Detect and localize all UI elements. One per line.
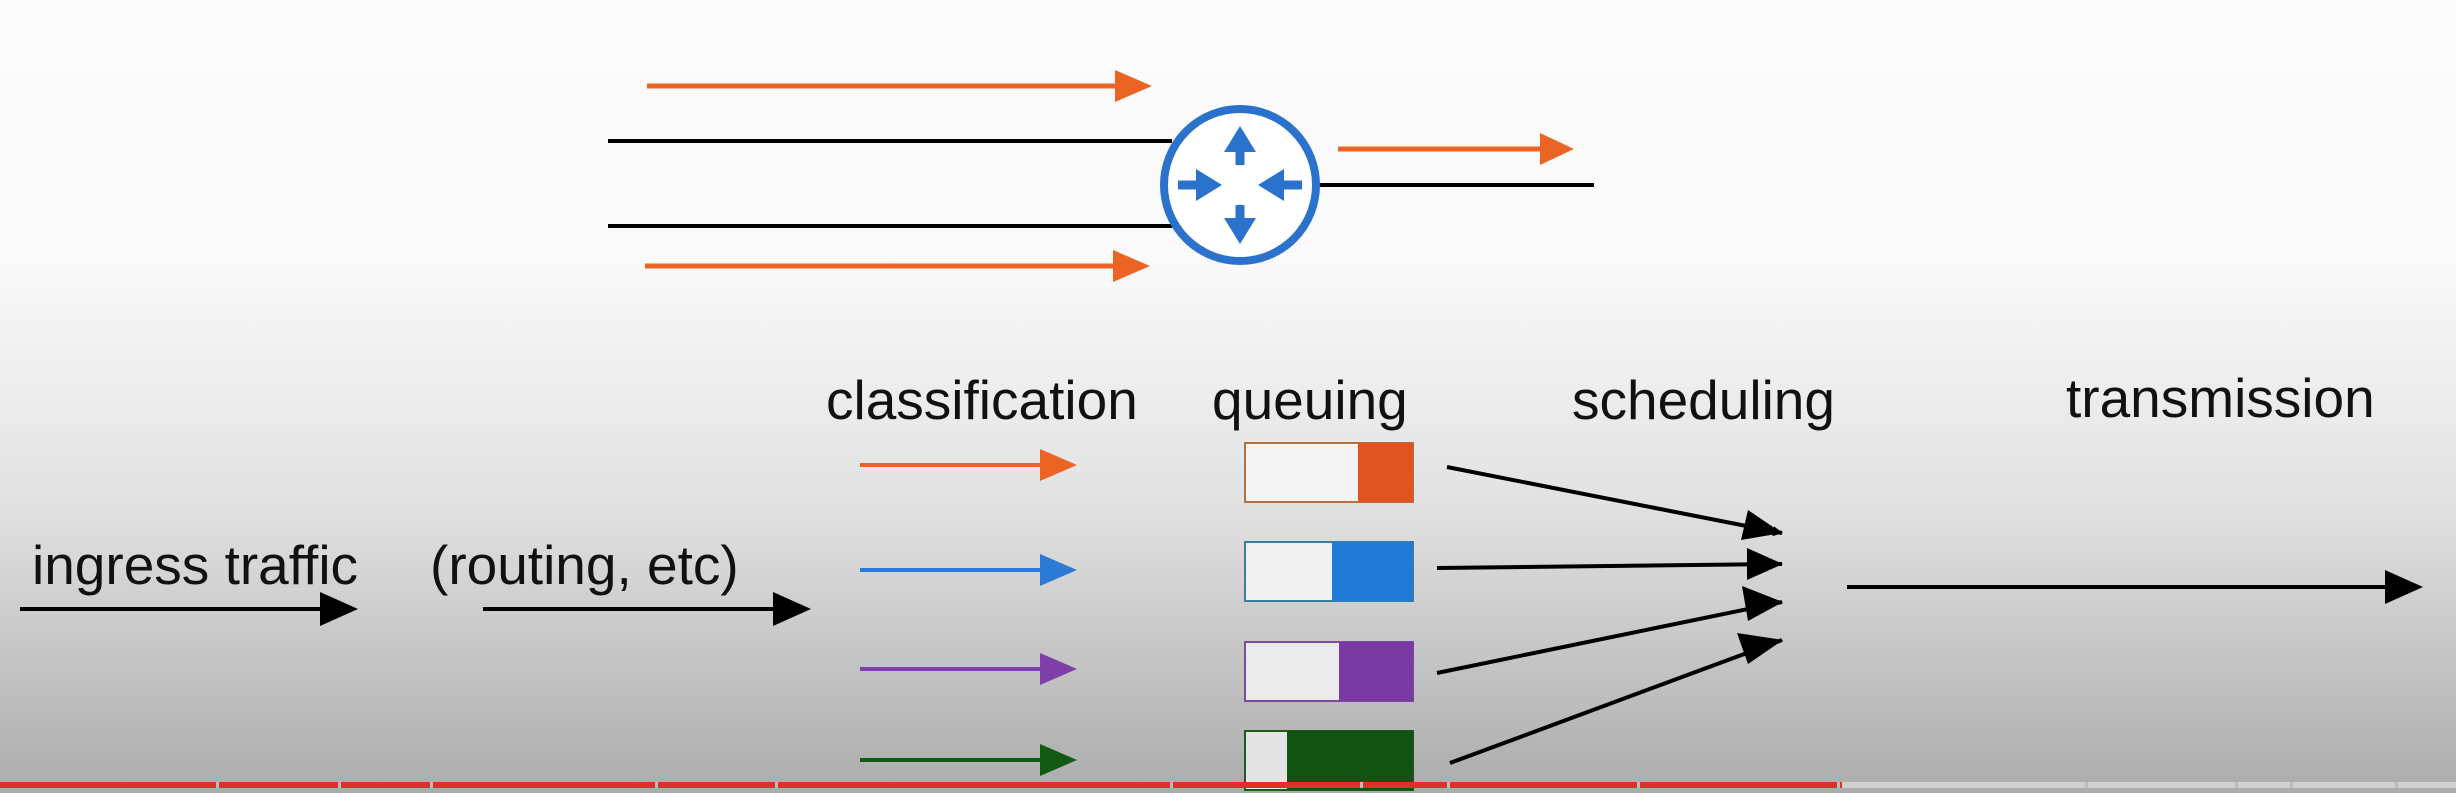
routing-arrowhead xyxy=(773,592,811,626)
chapter-marker xyxy=(2235,782,2238,788)
classification-label: classification xyxy=(826,369,1138,431)
chapter-marker xyxy=(1447,782,1450,788)
bottom-input-flow-arrowhead xyxy=(1113,250,1150,282)
sched-arrowhead-4 xyxy=(1737,633,1783,664)
chapter-marker xyxy=(2395,782,2398,788)
queue-orange xyxy=(1244,442,1414,503)
top-input-flow-arrowhead xyxy=(1115,70,1152,102)
chapter-marker xyxy=(2290,782,2293,788)
chapter-marker xyxy=(775,782,778,788)
chapter-marker xyxy=(430,782,433,788)
sched-arrow-1 xyxy=(1446,465,1783,537)
sched-arrow-4 xyxy=(1449,638,1783,765)
routing-label: (routing, etc) xyxy=(430,534,739,596)
chapter-marker xyxy=(2085,782,2088,788)
ingress-arrowhead xyxy=(320,592,358,626)
chapter-marker xyxy=(655,782,658,788)
transmission-label: transmission xyxy=(2066,367,2375,429)
class-arrowhead-blue xyxy=(1040,554,1077,586)
class-arrowhead-purple xyxy=(1040,653,1077,685)
pipeline xyxy=(20,442,2423,791)
chapter-marker xyxy=(1360,782,1363,788)
sched-arrowhead-3 xyxy=(1742,586,1783,621)
sched-arrowhead-1 xyxy=(1741,510,1782,540)
chapter-marker xyxy=(1637,782,1640,788)
queue-blue xyxy=(1244,541,1414,602)
router-icon xyxy=(1160,105,1320,265)
transmission-arrowhead xyxy=(2385,570,2423,604)
sched-arrowhead-2 xyxy=(1747,548,1783,580)
ingress-traffic-label: ingress traffic xyxy=(32,534,359,596)
scheduling-label: scheduling xyxy=(1572,369,1835,431)
sched-arrow-2 xyxy=(1436,562,1783,570)
router-scene xyxy=(608,70,1594,282)
chapter-marker xyxy=(1837,782,1840,788)
queuing-label: queuing xyxy=(1212,369,1408,431)
chapter-marker xyxy=(1170,782,1173,788)
queue-purple xyxy=(1244,641,1414,702)
sched-arrow-3 xyxy=(1436,600,1783,675)
chapter-marker xyxy=(338,782,341,788)
queue-green xyxy=(1244,730,1414,791)
class-arrowhead-orange xyxy=(1040,449,1077,481)
output-flow-arrowhead xyxy=(1540,133,1574,165)
class-arrowhead-green xyxy=(1040,744,1077,776)
video-progress-bar[interactable] xyxy=(0,782,2456,788)
video-progress-played xyxy=(0,782,1842,788)
chapter-marker xyxy=(216,782,219,788)
